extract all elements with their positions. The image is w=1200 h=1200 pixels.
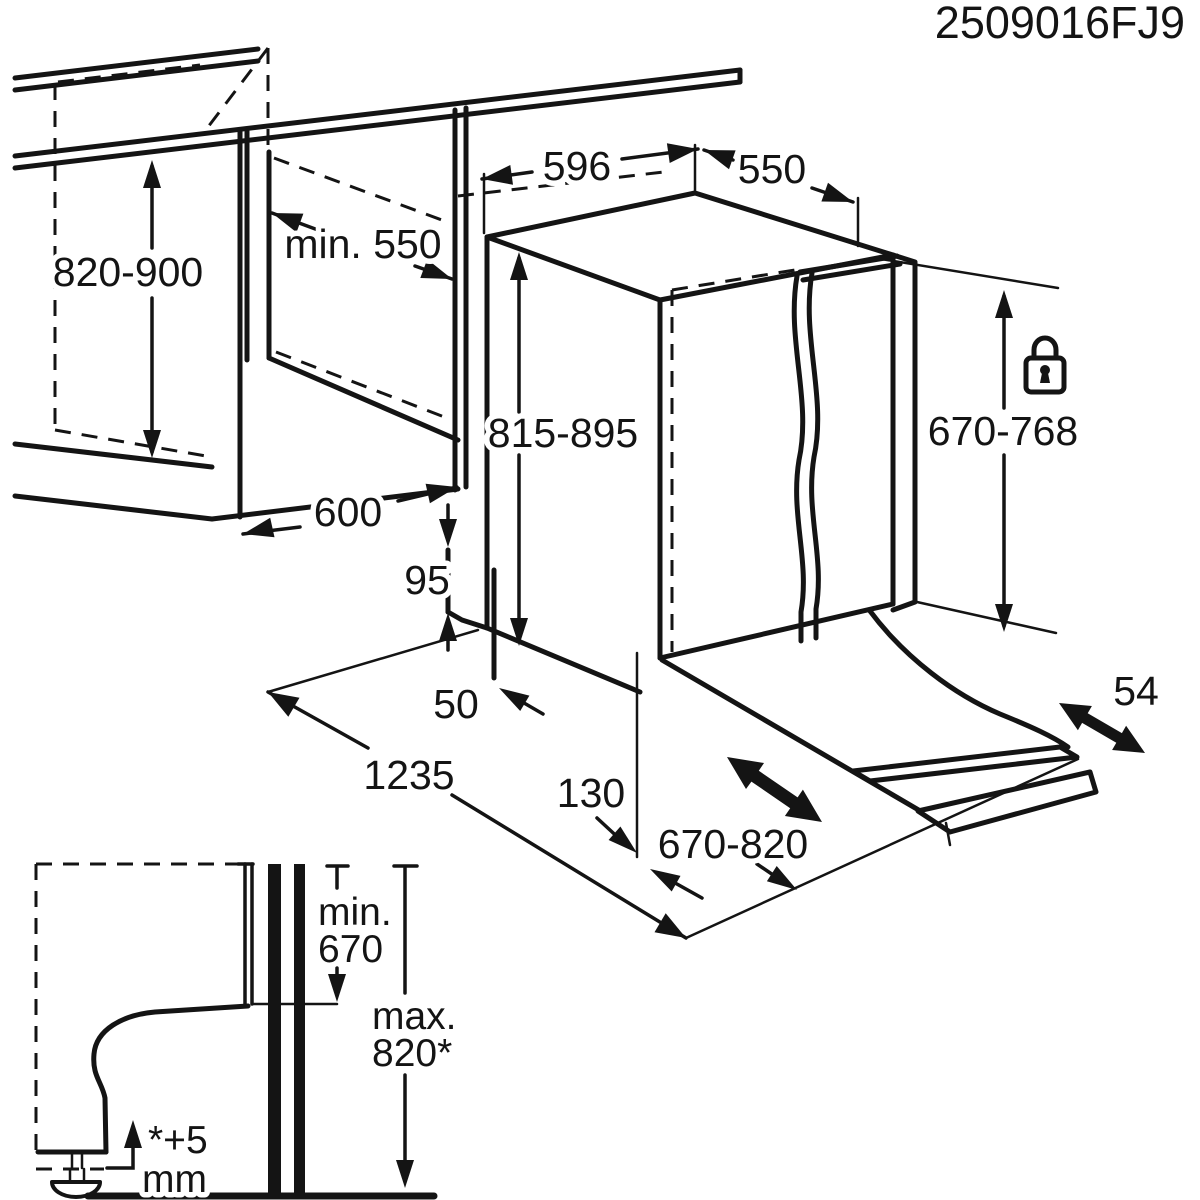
dim-base-recess-depth <box>499 688 545 716</box>
detail-panel-min-label-1: min. <box>318 891 392 934</box>
dishwasher-box <box>445 190 918 695</box>
dim-niche-depth-label: min. 550 <box>284 221 441 267</box>
dim-door-projection-label: 130 <box>557 770 625 816</box>
niche <box>206 47 673 520</box>
dim-total-clearance <box>266 628 1080 940</box>
dim-door-projection <box>595 651 639 859</box>
dim-appliance-width-label: 596 <box>543 143 611 189</box>
plinth-slide-arrow-icon <box>1059 703 1145 753</box>
detail-panel-max-label-1: max. <box>372 995 457 1038</box>
dim-door-panel-height <box>873 256 1060 635</box>
dim-door-travel-label: 670-820 <box>658 821 808 867</box>
plinth-board <box>850 744 1080 784</box>
countertop <box>12 46 743 171</box>
left-cabinet <box>12 63 461 522</box>
detail-view <box>34 862 438 1200</box>
dim-appliance-width <box>480 143 700 235</box>
door-slide-arrow-icon <box>727 757 822 822</box>
dim-base-recess-depth-label: 50 <box>433 681 479 727</box>
detail-foot-adjust-label-1: *+5 <box>148 1119 208 1162</box>
dim-base-recess-height <box>439 503 457 652</box>
dim-niche-depth <box>270 211 454 281</box>
dim-appliance-depth-label: 550 <box>738 146 806 192</box>
open-door-assembly <box>659 608 1099 847</box>
dim-base-recess-height-label: 95 <box>404 557 450 603</box>
dim-total-clearance-label: 1235 <box>363 752 454 798</box>
dim-niche-width-label: 600 <box>314 489 382 535</box>
dim-niche-width <box>241 483 459 538</box>
dim-door-travel <box>650 862 797 900</box>
dim-appliance-depth <box>702 148 860 248</box>
detail-panel-max-label-2: 820* <box>372 1032 452 1075</box>
panel-bar <box>294 864 305 1193</box>
dim-plinth-clearance-label: 54 <box>1113 668 1159 714</box>
door-panel-edge <box>915 769 1099 835</box>
dim-niche-height <box>143 160 161 458</box>
drawing-code: 2509016FJ9 <box>935 0 1185 48</box>
door-bar <box>268 864 281 1193</box>
detail-panel-min-label-2: 670 <box>318 928 383 971</box>
detail-foot-adjust-label-2: mm <box>142 1158 207 1200</box>
lock-icon <box>1023 335 1067 395</box>
dim-appliance-height-label: 815-895 <box>488 410 638 456</box>
dim-niche-height-label: 820-900 <box>53 249 203 295</box>
dim-appliance-height <box>510 252 528 646</box>
dim-door-panel-height-label: 670-768 <box>928 408 1078 454</box>
